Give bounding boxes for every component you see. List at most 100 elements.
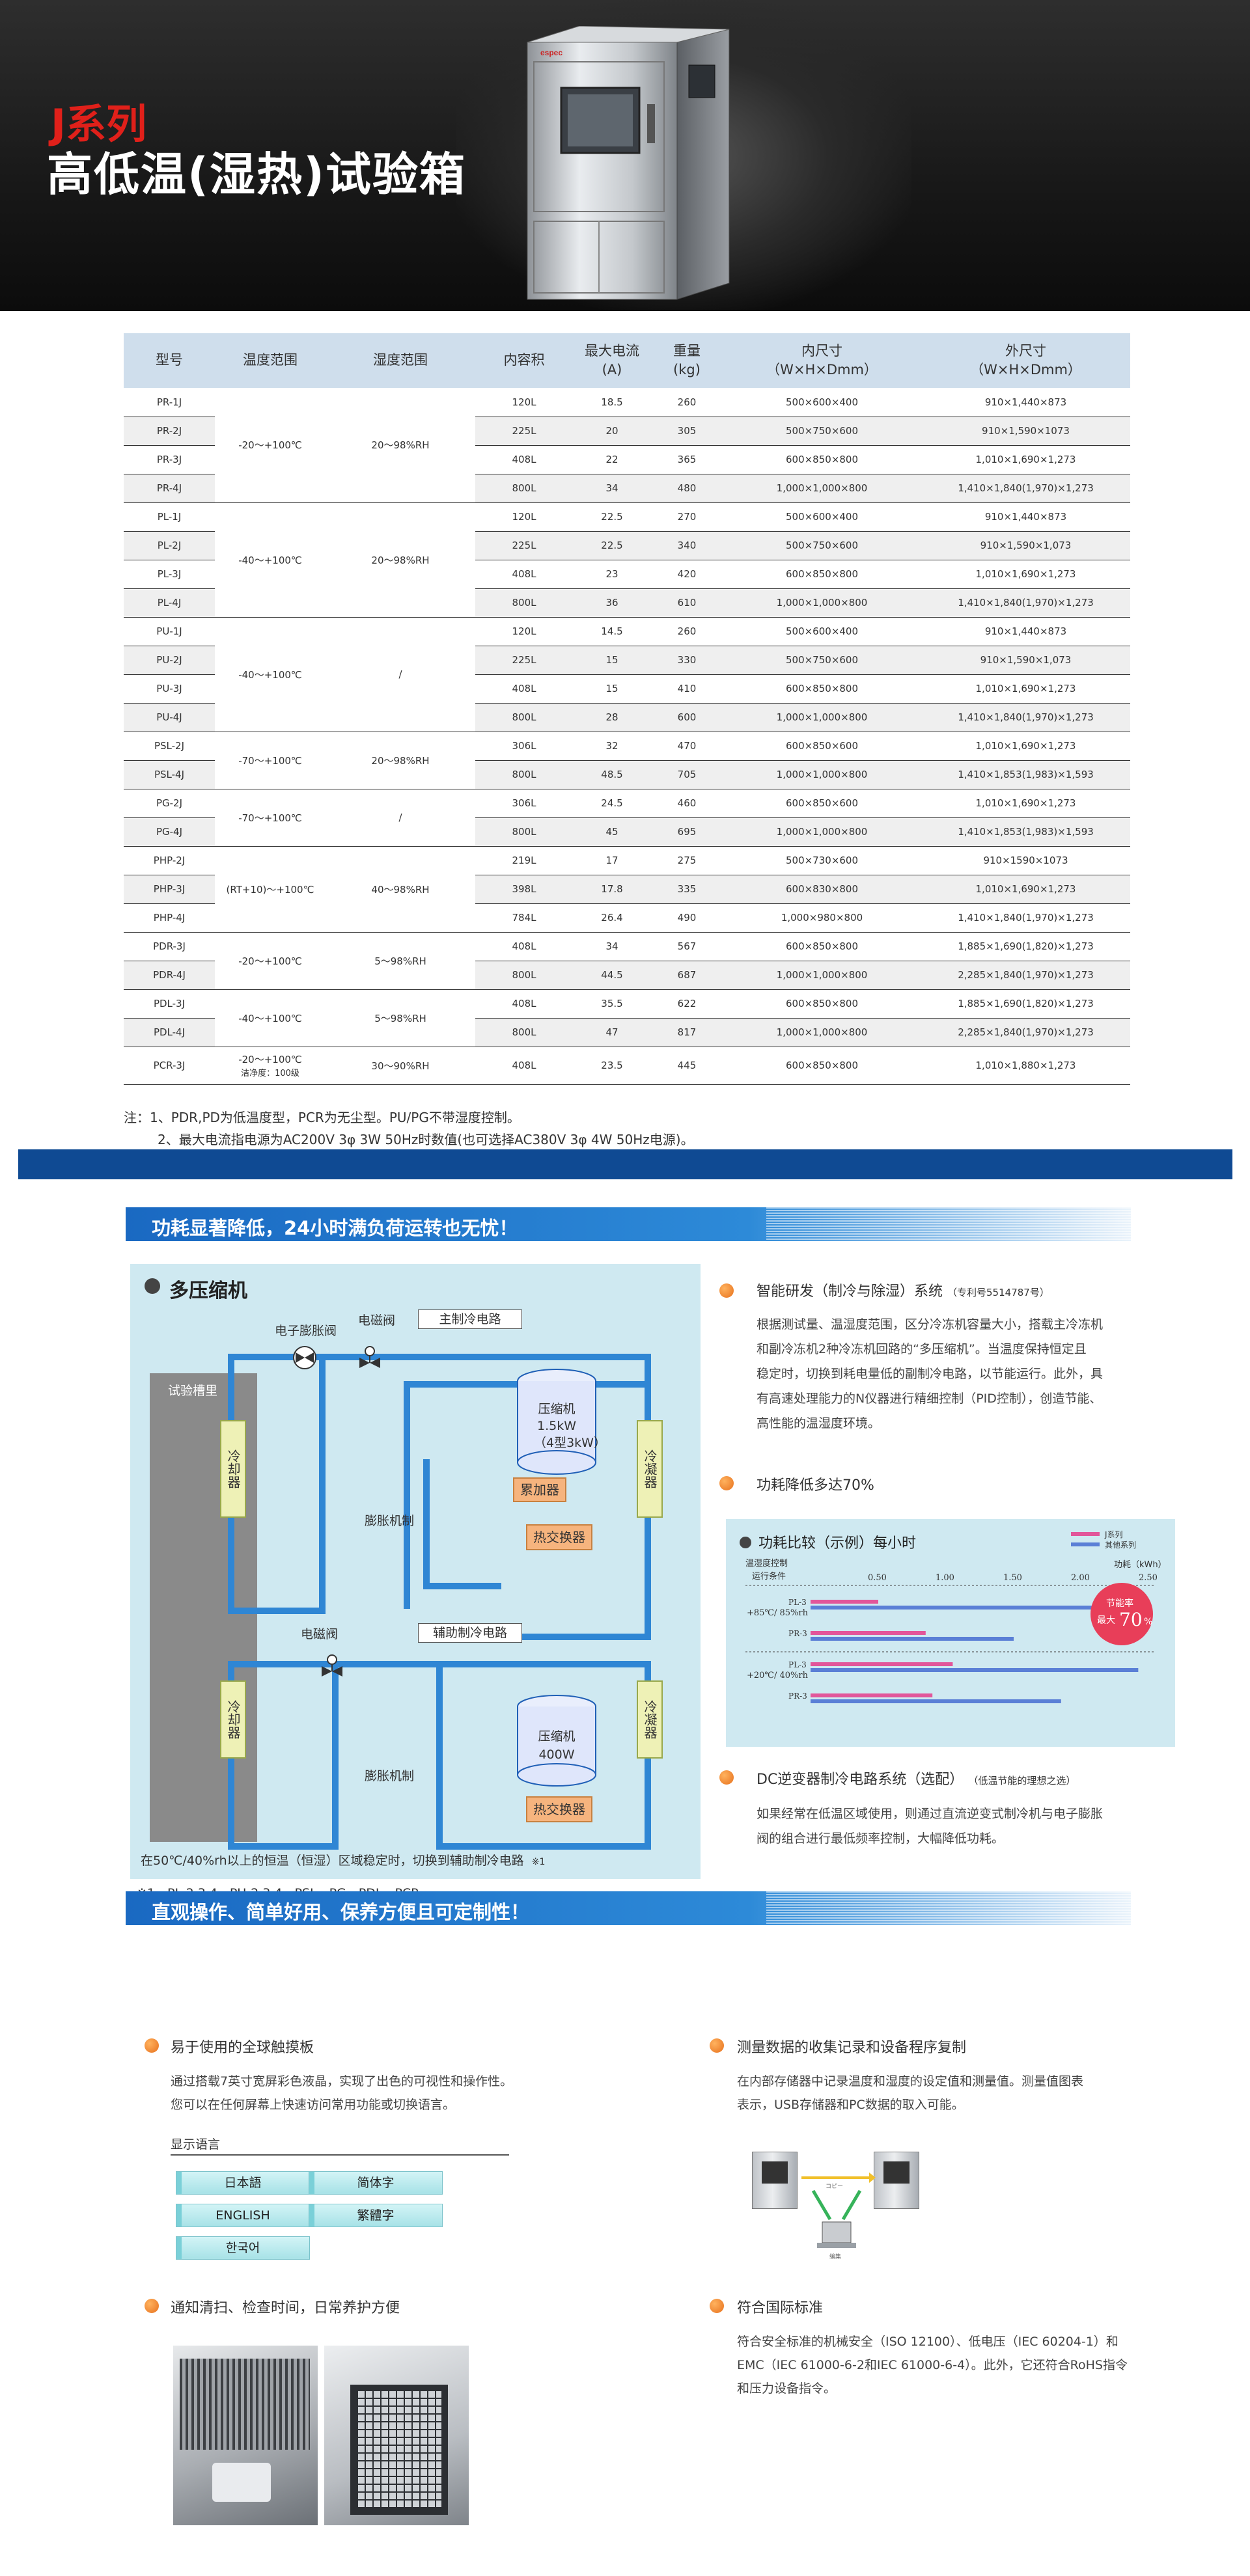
heat-exchanger-aux: 热交换器 (526, 1796, 592, 1822)
diagram-caption: 在50℃/40%rh以上的恒温（恒湿）区域稳定时，切换到辅助制冷电路 ※1 (141, 1851, 545, 1869)
table-cell: PL-3J (124, 560, 215, 589)
bullet-icon (710, 2299, 724, 2313)
header-line-1: 内容积 (503, 352, 545, 368)
copy-label: コピー (826, 2184, 844, 2190)
header-line-2: (A) (602, 362, 622, 377)
compressor-label-name: 压缩机 (538, 1402, 576, 1416)
humidity-range-cell: 5～98%RH (326, 989, 475, 1047)
table-cell: PDL-3J (124, 989, 215, 1019)
table-cell: 2,285×1,840(1,970)×1,273 (921, 961, 1130, 990)
body-line: 在内部存储器中记录温度和湿度的设定值和测量值。测量值图表 (737, 2074, 1084, 2089)
filter-photo-2 (324, 2346, 469, 2525)
note-1: 注：1、PDR,PD为低温度型，PCR为无尘型。PU/PG不带湿度控制。 (124, 1110, 520, 1125)
table-cell: 600×850×800 (723, 989, 921, 1019)
table-cell: 17 (573, 846, 651, 875)
table-cell: PHP-3J (124, 875, 215, 904)
table-cell: 219L (475, 846, 573, 875)
note-2: 2、最大电流指电源为AC200V 3φ 3W 50Hz时数值(也可选择AC380… (158, 1132, 694, 1147)
column-header: 内容积 (475, 333, 573, 388)
bar-j-series (811, 1631, 926, 1635)
table-cell: 17.8 (573, 875, 651, 904)
humidity-range-cell: 20～98%RH (326, 732, 475, 789)
x-tick-label: 2.50 (1139, 1573, 1158, 1583)
table-cell: 800L (475, 588, 573, 618)
table-cell: 28 (573, 703, 651, 732)
table-cell: 500×600×400 (723, 502, 921, 532)
legend-swatch (1071, 1542, 1100, 1546)
table-cell: 20 (573, 417, 651, 446)
table-cell: 800L (475, 474, 573, 503)
pipe (319, 1354, 326, 1614)
section1-banner-text: 功耗显著降低，24小时满负荷运转也无忧！ (152, 1217, 518, 1239)
bullet-icon (710, 2038, 724, 2053)
table-cell: 408L (475, 989, 573, 1019)
banner-stripes (766, 1207, 1131, 1241)
table-cell: 22.5 (573, 502, 651, 532)
table-cell: 1,410×1,840(1,970)×1,273 (921, 474, 1130, 503)
lang-button-simplified[interactable]: 简体字 (309, 2171, 443, 2195)
touchpanel-title: 易于使用的全球触摸板 (171, 2040, 314, 2056)
table-cell: PU-2J (124, 646, 215, 675)
humidity-range-cell: / (326, 789, 475, 847)
solenoid-label-2: 电磁阀 (301, 1627, 339, 1641)
spec-table: 型号温度范围湿度范围内容积最大电流(A)重量(kg)内尺寸（W×H×Dmm）外尺… (124, 333, 1130, 1085)
table-cell: 270 (651, 502, 723, 532)
table-cell: 1,010×1,880×1,273 (921, 1047, 1130, 1085)
table-cell: 800L (475, 703, 573, 732)
body-line: 和副冷冻机2种冷冻机回路的“多压缩机”。当温度保持恒定且 (757, 1342, 1087, 1356)
cooler-main: 冷却器 (220, 1420, 246, 1518)
lang-button-traditional[interactable]: 繁體字 (309, 2204, 443, 2227)
feature-sub-text: （专利号5514787号） (947, 1287, 1049, 1298)
temp-range: -70～+100℃ (238, 754, 302, 767)
table-cell: 44.5 (573, 961, 651, 990)
table-cell: 36 (573, 588, 651, 618)
table-cell: 22.5 (573, 531, 651, 560)
lang-button-english[interactable]: ENGLISH (176, 2204, 310, 2227)
body-line: 稳定时，切换到耗电量低的副制冷电路，以节能运行。此外，具 (757, 1367, 1104, 1381)
lang-button-japanese[interactable]: 日本語 (176, 2171, 310, 2195)
heat-exchanger-main: 热交换器 (526, 1524, 592, 1550)
lang-button-korean[interactable]: 한국어 (176, 2236, 310, 2260)
column-header: 型号 (124, 333, 215, 388)
table-cell: 48.5 (573, 760, 651, 789)
section-divider (18, 1149, 1232, 1179)
table-cell: PG-4J (124, 817, 215, 847)
table-cell: PR-2J (124, 417, 215, 446)
table-cell: 500×600×400 (723, 617, 921, 646)
temp-range: -40～+100℃ (238, 554, 302, 566)
pipe (423, 1459, 430, 1589)
table-cell: 408L (475, 445, 573, 474)
feature-1-title: 智能研发（制冷与除湿）系统 （专利号5514787号） (757, 1280, 1049, 1300)
feature-3-title: DC逆变器制冷电路系统（选配） （低温节能的理想之选） (757, 1768, 1076, 1788)
table-cell: 500×750×600 (723, 646, 921, 675)
column-header: 内尺寸（W×H×Dmm） (723, 333, 921, 388)
body-line: 高性能的温湿度环境。 (757, 1416, 881, 1431)
bar-j-series (811, 1693, 933, 1697)
header-line-1: 外尺寸 (1005, 342, 1046, 359)
chamber-product-image: espec (527, 26, 730, 300)
section2-banner-text: 直观操作、简单好用、保养方便且可定制性！ (152, 1901, 530, 1923)
aux-circuit-label: 辅助制冷电路 (418, 1623, 522, 1643)
chart-title: 功耗比较（示例）每小时 (758, 1535, 916, 1552)
body-line: 根据测试量、温湿度范围，区分冷冻机容量大小，搭载主冷冻机 (757, 1317, 1104, 1332)
table-cell: 910×1,590×1,073 (921, 531, 1130, 560)
column-header: 湿度范围 (326, 333, 475, 388)
table-cell: PSL-4J (124, 760, 215, 789)
table-cell: PDL-4J (124, 1018, 215, 1047)
table-cell: PHP-4J (124, 903, 215, 933)
category-label: PR-3 (788, 1692, 807, 1701)
table-cell: PR-1J (124, 388, 215, 417)
table-cell: 687 (651, 961, 723, 990)
table-cell: 47 (573, 1018, 651, 1047)
temp-range: -20～+100℃ (238, 1054, 302, 1065)
header-line-1: 湿度范围 (373, 352, 428, 368)
temp-range-cell: -40～+100℃ (215, 989, 326, 1047)
feature-title-text: 智能研发（制冷与除湿）系统 (757, 1283, 943, 1300)
table-cell: PG-2J (124, 789, 215, 818)
